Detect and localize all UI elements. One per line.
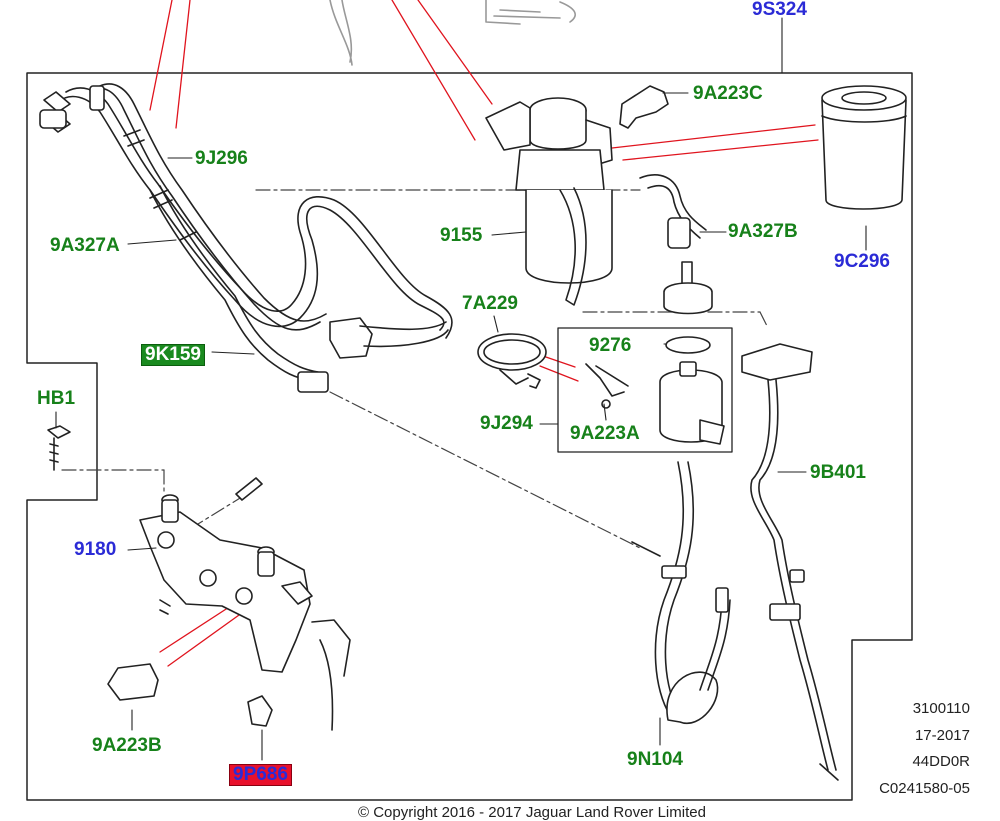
fuel-tube-9N104: [631, 461, 731, 725]
diagram-border: [26, 72, 913, 801]
inner-detail-box: [557, 327, 733, 453]
callout-9A223B[interactable]: 9A223B: [92, 735, 162, 756]
bolt-HB1: [47, 425, 71, 471]
fuel-hose-assembly: [39, 83, 453, 393]
dash-dot-lines: [61, 189, 769, 549]
diagram-code-1: 3100110: [912, 700, 970, 717]
filter-element: [821, 85, 907, 210]
callout-9A327A[interactable]: 9A327A: [50, 235, 120, 256]
o-ring-9276: [665, 336, 711, 354]
callout-9J294[interactable]: 9J294: [480, 413, 533, 434]
callout-9C296[interactable]: 9C296: [834, 251, 890, 272]
callout-9S324[interactable]: 9S324: [752, 0, 807, 20]
diagram-code-4: C0241580-05: [879, 780, 970, 797]
copyright-text: © Copyright 2016 - 2017 Jaguar Land Rove…: [358, 804, 706, 821]
callout-9A327B[interactable]: 9A327B: [728, 221, 798, 242]
callout-9P686[interactable]: 9P686: [229, 764, 292, 786]
callout-leaders: [55, 17, 867, 761]
diagram-code-2: 17-2017: [914, 727, 970, 744]
callout-9155[interactable]: 9155: [440, 225, 483, 246]
callout-HB1[interactable]: HB1: [37, 388, 76, 409]
callout-9K159[interactable]: 9K159: [141, 344, 205, 366]
callout-9J296[interactable]: 9J296: [195, 148, 248, 169]
callout-9B401[interactable]: 9B401: [810, 462, 866, 483]
sensor-valve: [663, 261, 713, 315]
callout-7A229[interactable]: 7A229: [462, 293, 518, 314]
mounting-bracket-9180: [139, 477, 351, 731]
clip-9A223A: [585, 363, 629, 397]
callout-9276[interactable]: 9276: [589, 335, 632, 356]
clamp-7A229: [477, 333, 547, 389]
clip-9A223B: [107, 663, 159, 701]
red-leader-lines: [149, 0, 819, 667]
diagram-code-3: 44DD0R: [912, 753, 970, 770]
return-tube-9B401: [741, 343, 839, 781]
heater-unit: [659, 361, 725, 445]
callout-9A223A[interactable]: 9A223A: [570, 423, 640, 444]
callout-9A223C[interactable]: 9A223C: [693, 83, 763, 104]
callout-9180[interactable]: 9180: [74, 539, 117, 560]
fuel-filter-head: [485, 97, 707, 306]
sensor-9P686: [247, 695, 273, 727]
bracket-9A223C: [619, 85, 669, 129]
callout-9N104[interactable]: 9N104: [627, 749, 683, 770]
upper-partial-parts: [329, 0, 576, 66]
